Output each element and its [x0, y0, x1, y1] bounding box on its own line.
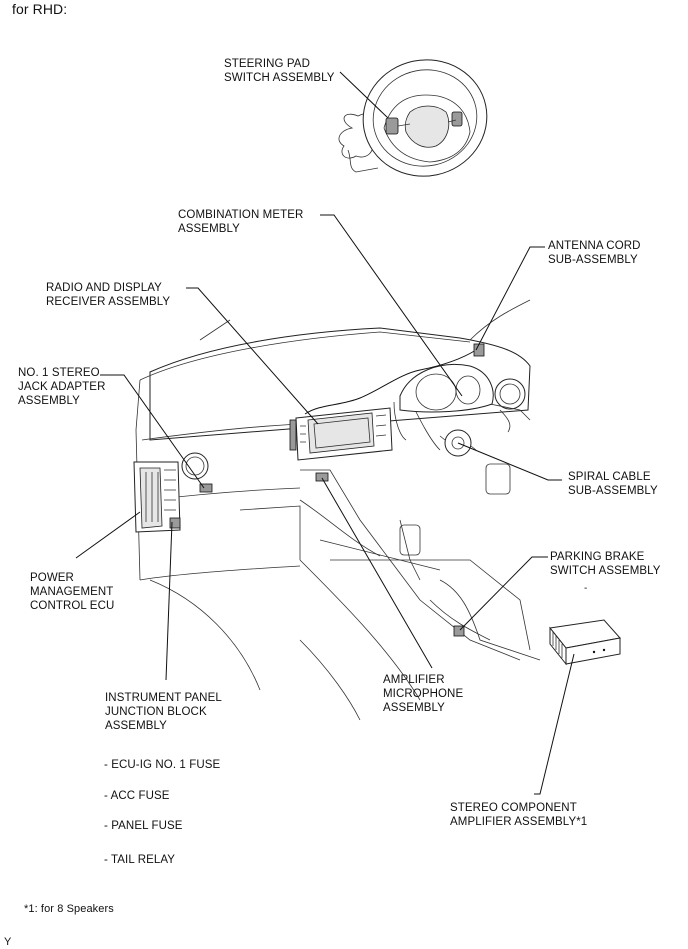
radio-display-receiver-drawing	[289, 407, 393, 461]
amplifier-mic-drawing	[315, 472, 329, 482]
label-stereo-jack-adapter: NO. 1 STEREO JACK ADAPTER ASSEMBLY	[18, 366, 105, 408]
label-line: PARKING BRAKE	[550, 551, 645, 563]
fuse-item: - ECU-IG NO. 1 FUSE	[104, 759, 221, 771]
label-line: RECEIVER ASSEMBLY	[46, 296, 171, 308]
label-line: STEREO COMPONENT	[450, 802, 577, 814]
fuse-item: - ACC FUSE	[104, 790, 170, 802]
leader-stereo-amp	[534, 653, 575, 795]
leader-combination-meter	[320, 214, 463, 397]
label-line: AMPLIFIER ASSEMBLY*1	[450, 816, 588, 828]
label-stereo-component-amplifier: STEREO COMPONENT AMPLIFIER ASSEMBLY*1	[450, 801, 587, 829]
label-line: SPIRAL CABLE	[568, 471, 651, 483]
fuse-item: - TAIL RELAY	[104, 854, 176, 866]
antenna-cord-drawing	[304, 349, 477, 415]
label-line: ASSEMBLY	[178, 223, 240, 235]
label-line: JACK ADAPTER	[18, 381, 106, 393]
footnote: *1: for 8 Speakers	[24, 903, 114, 915]
label-line: POWER	[30, 572, 74, 584]
leader-amplifier-mic	[321, 477, 433, 669]
leader-junction-block	[165, 521, 173, 681]
combination-meter-drawing	[393, 364, 494, 441]
label-spiral-cable: SPIRAL CABLE SUB-ASSEMBLY	[568, 470, 658, 498]
label-line: SUB-ASSEMBLY	[548, 254, 638, 266]
label-line: COMBINATION METER	[178, 209, 304, 221]
label-parking-brake-switch: PARKING BRAKE SWITCH ASSEMBLY	[550, 550, 661, 578]
fuse-item: - PANEL FUSE	[104, 820, 183, 832]
leader-parking-brake	[459, 556, 548, 631]
leader-antenna-cord	[475, 246, 545, 351]
label-amplifier-microphone: AMPLIFIER MICROPHONE ASSEMBLY	[383, 673, 463, 715]
label-combination-meter: COMBINATION METER ASSEMBLY	[178, 208, 303, 236]
label-line: STEERING PAD	[224, 58, 310, 70]
leader-spiral-cable	[457, 442, 562, 481]
label-line: INSTRUMENT PANEL	[105, 692, 222, 704]
steering-wheel-inset-drawing	[338, 59, 488, 177]
label-power-management-ecu: POWER MANAGEMENT CONTROL ECU	[30, 571, 114, 613]
leader-steering-pad	[339, 71, 389, 119]
label-antenna-cord: ANTENNA CORD SUB-ASSEMBLY	[548, 239, 641, 267]
label-line: SWITCH ASSEMBLY	[224, 72, 335, 84]
label-radio-display-receiver: RADIO AND DISPLAY RECEIVER ASSEMBLY	[46, 281, 170, 309]
label-line: ASSEMBLY	[383, 702, 445, 714]
leader-lines	[75, 71, 575, 795]
label-line: AMPLIFIER	[383, 674, 445, 686]
stereo-jack-drawing	[199, 483, 213, 493]
parking-brake-switch-drawing	[453, 625, 465, 637]
label-line: SWITCH ASSEMBLY	[550, 565, 661, 577]
label-junction-block: INSTRUMENT PANEL JUNCTION BLOCK ASSEMBLY	[105, 691, 222, 733]
label-steering-pad-switch: STEERING PAD SWITCH ASSEMBLY	[224, 57, 335, 85]
power-ecu-drawing	[133, 461, 181, 533]
label-line: MICROPHONE	[383, 688, 464, 700]
label-line: NO. 1 STEREO	[18, 367, 100, 379]
leader-radio-display	[186, 287, 319, 425]
page-header: for RHD:	[12, 1, 68, 17]
label-line: SUB-ASSEMBLY	[568, 485, 658, 497]
label-line: RADIO AND DISPLAY	[46, 282, 162, 294]
dashboard-drawing	[135, 299, 541, 721]
antenna-connector-drawing	[473, 343, 485, 357]
leader-power-ecu	[75, 511, 141, 559]
small-mark: -	[584, 583, 588, 594]
label-line: ASSEMBLY	[18, 395, 80, 407]
label-line: MANAGEMENT	[30, 586, 114, 598]
label-line: ANTENNA CORD	[548, 240, 641, 252]
label-line: CONTROL ECU	[30, 600, 115, 612]
leader-stereo-jack	[100, 374, 205, 489]
stereo-amplifier-drawing	[549, 619, 621, 666]
label-line: ASSEMBLY	[105, 720, 167, 732]
label-line: JUNCTION BLOCK	[105, 706, 207, 718]
corner-mark: Y	[4, 936, 12, 948]
